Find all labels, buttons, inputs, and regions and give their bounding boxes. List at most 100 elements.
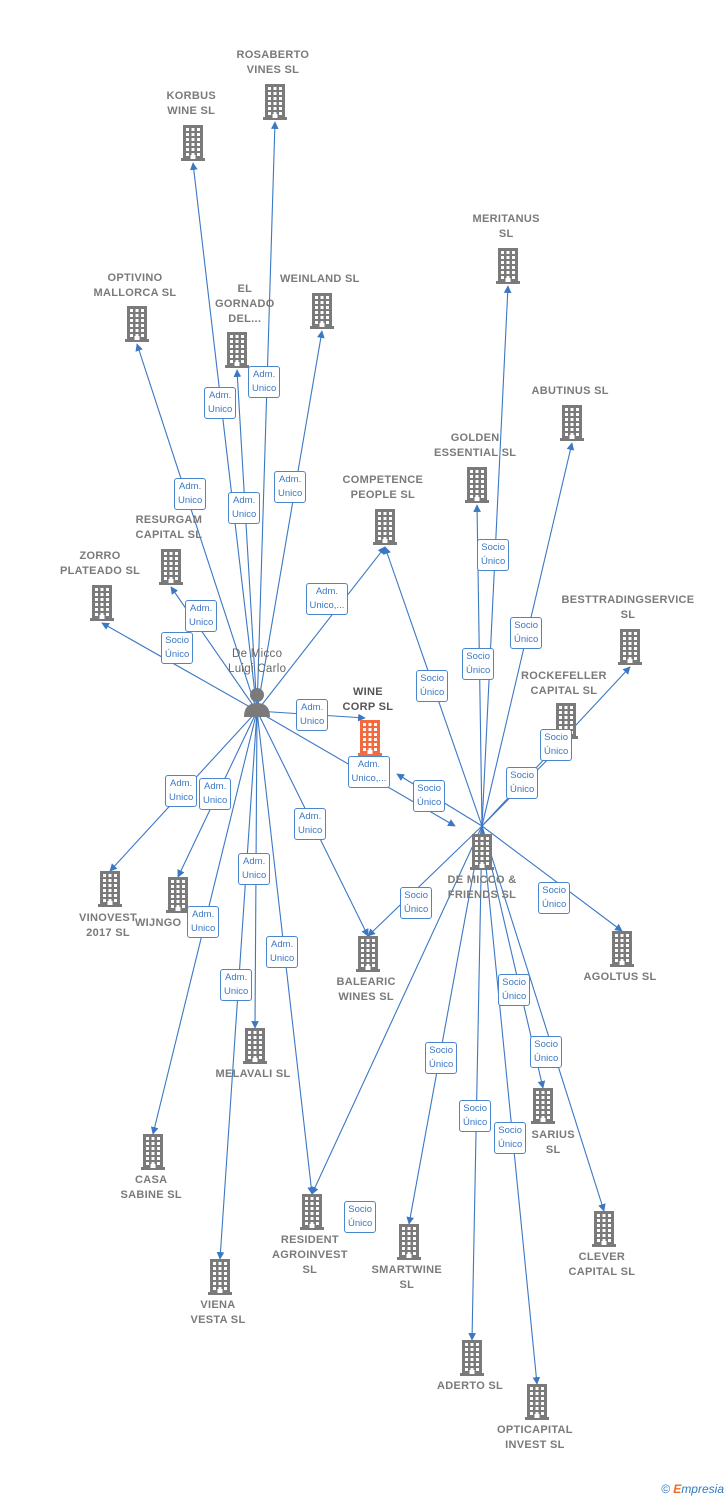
relation-tag-line: Unico [203, 795, 228, 806]
relation-tag[interactable]: Adm. Unico [204, 387, 237, 419]
relation-tag-line: Socio [498, 1125, 523, 1136]
relation-tag-line: Unico [232, 509, 257, 520]
relation-tag[interactable]: Adm.Unico [248, 366, 281, 398]
meritanus-building-icon[interactable] [496, 248, 520, 284]
relation-tag[interactable]: Adm. Unico [266, 936, 299, 968]
rosaberto-building-icon[interactable] [263, 84, 287, 120]
relation-tag-line: Adm. [209, 390, 232, 401]
relation-tag[interactable]: Adm.Unico [220, 969, 253, 1001]
weinland-label: WEINLAND SL [280, 272, 360, 287]
sarius-label-line: SARIUS [531, 1129, 575, 1141]
clever-building-icon[interactable] [592, 1211, 616, 1247]
abutinus-building-icon[interactable] [560, 405, 584, 441]
edge-p-competence [256, 546, 386, 712]
relation-tag[interactable]: Adm.Unico [187, 906, 220, 938]
wine-corp-building-icon[interactable] [358, 720, 382, 756]
relation-tag-line: Adm. [271, 939, 294, 950]
aderto-building-icon[interactable] [460, 1340, 484, 1376]
relation-tag[interactable]: Adm.Unico [199, 778, 232, 810]
demicco-building-icon[interactable] [470, 834, 494, 870]
besttrading-label-line: BESTTRADINGSERVICE [561, 594, 695, 606]
edge-d-agoltus [481, 825, 623, 932]
edge-p-weinland [256, 330, 325, 712]
resurgam-building-icon[interactable] [159, 549, 183, 585]
demicco-label-line: FRIENDS SL [447, 889, 517, 901]
opticapital-building-icon[interactable] [525, 1384, 549, 1420]
relation-tag-line: Unico [224, 986, 249, 997]
relation-tag-line: Socio [429, 1045, 454, 1056]
casa-building-icon[interactable] [141, 1134, 165, 1170]
copyright-symbol: © [661, 1482, 670, 1496]
relation-tag[interactable]: Adm.Unico [296, 699, 329, 731]
relation-tag[interactable]: Adm.Unico,... [305, 583, 349, 615]
relation-tag[interactable]: Adm.Unico [174, 478, 207, 510]
clever-label-line: CAPITAL SL [568, 1266, 636, 1278]
relation-tag-line: Socio [466, 651, 491, 662]
korbus-building-icon[interactable] [181, 125, 205, 161]
relation-tag-line: Único [165, 649, 190, 660]
rosaberto-label-line: ROSABERTO [236, 49, 310, 61]
demicco-label-line: DE MICCO & [447, 874, 517, 886]
resurgam-label-line: RESURGAM [135, 514, 203, 526]
relation-tag[interactable]: Adm. Unico [228, 492, 261, 524]
competence-building-icon[interactable] [373, 509, 397, 545]
relation-tag-line: Socio [348, 1204, 373, 1215]
opticapital-label-line: INVEST SL [505, 1439, 565, 1451]
relation-tag-line: Unico [300, 716, 325, 727]
melavali-building-icon[interactable] [243, 1028, 267, 1064]
relation-tag-line: Adm. [315, 586, 339, 597]
besttrading-building-icon[interactable] [618, 629, 642, 665]
relation-tag[interactable]: Adm.Unico [274, 471, 307, 503]
relation-tag-line: Unico [270, 953, 295, 964]
elgornado-building-icon[interactable] [225, 332, 249, 368]
wine-corp-label-line: WINE [352, 686, 383, 698]
smartwine-building-icon[interactable] [397, 1224, 421, 1260]
relation-tag-line: Unico [178, 495, 203, 506]
balearic-building-icon[interactable] [356, 936, 380, 972]
brand-footer: © Empresia [661, 1482, 724, 1496]
relation-tag[interactable]: Adm.Unico,... [347, 756, 391, 788]
relation-tag[interactable]: Adm.Unico [165, 775, 198, 807]
vinovest-building-icon[interactable] [98, 871, 122, 907]
agoltus-building-icon[interactable] [610, 931, 634, 967]
relation-tag-line: Único [417, 797, 442, 808]
viena-building-icon[interactable] [208, 1259, 232, 1295]
wijngo-building-icon[interactable] [166, 877, 190, 913]
zorro-building-icon[interactable] [90, 585, 114, 621]
golden-building-icon[interactable] [465, 467, 489, 503]
weinland-building-icon[interactable] [310, 293, 334, 329]
person-icon[interactable] [243, 687, 271, 722]
relation-tag-line: Adm. [233, 495, 256, 506]
relation-tag[interactable]: Adm.Unico [294, 808, 327, 840]
optivino-building-icon[interactable] [125, 306, 149, 342]
relation-tag-line: Socio [502, 977, 527, 988]
relation-tag[interactable]: Adm.Unico [238, 853, 271, 885]
sarius-building-icon[interactable] [531, 1088, 555, 1124]
relation-tag-line: Unico [208, 404, 233, 415]
resident-building-icon[interactable] [300, 1194, 324, 1230]
relation-tag[interactable]: Adm.Unico [185, 600, 218, 632]
relation-tag-line: Adm. [170, 778, 193, 789]
opticapital-label-line: OPTICAPITAL [497, 1424, 573, 1436]
